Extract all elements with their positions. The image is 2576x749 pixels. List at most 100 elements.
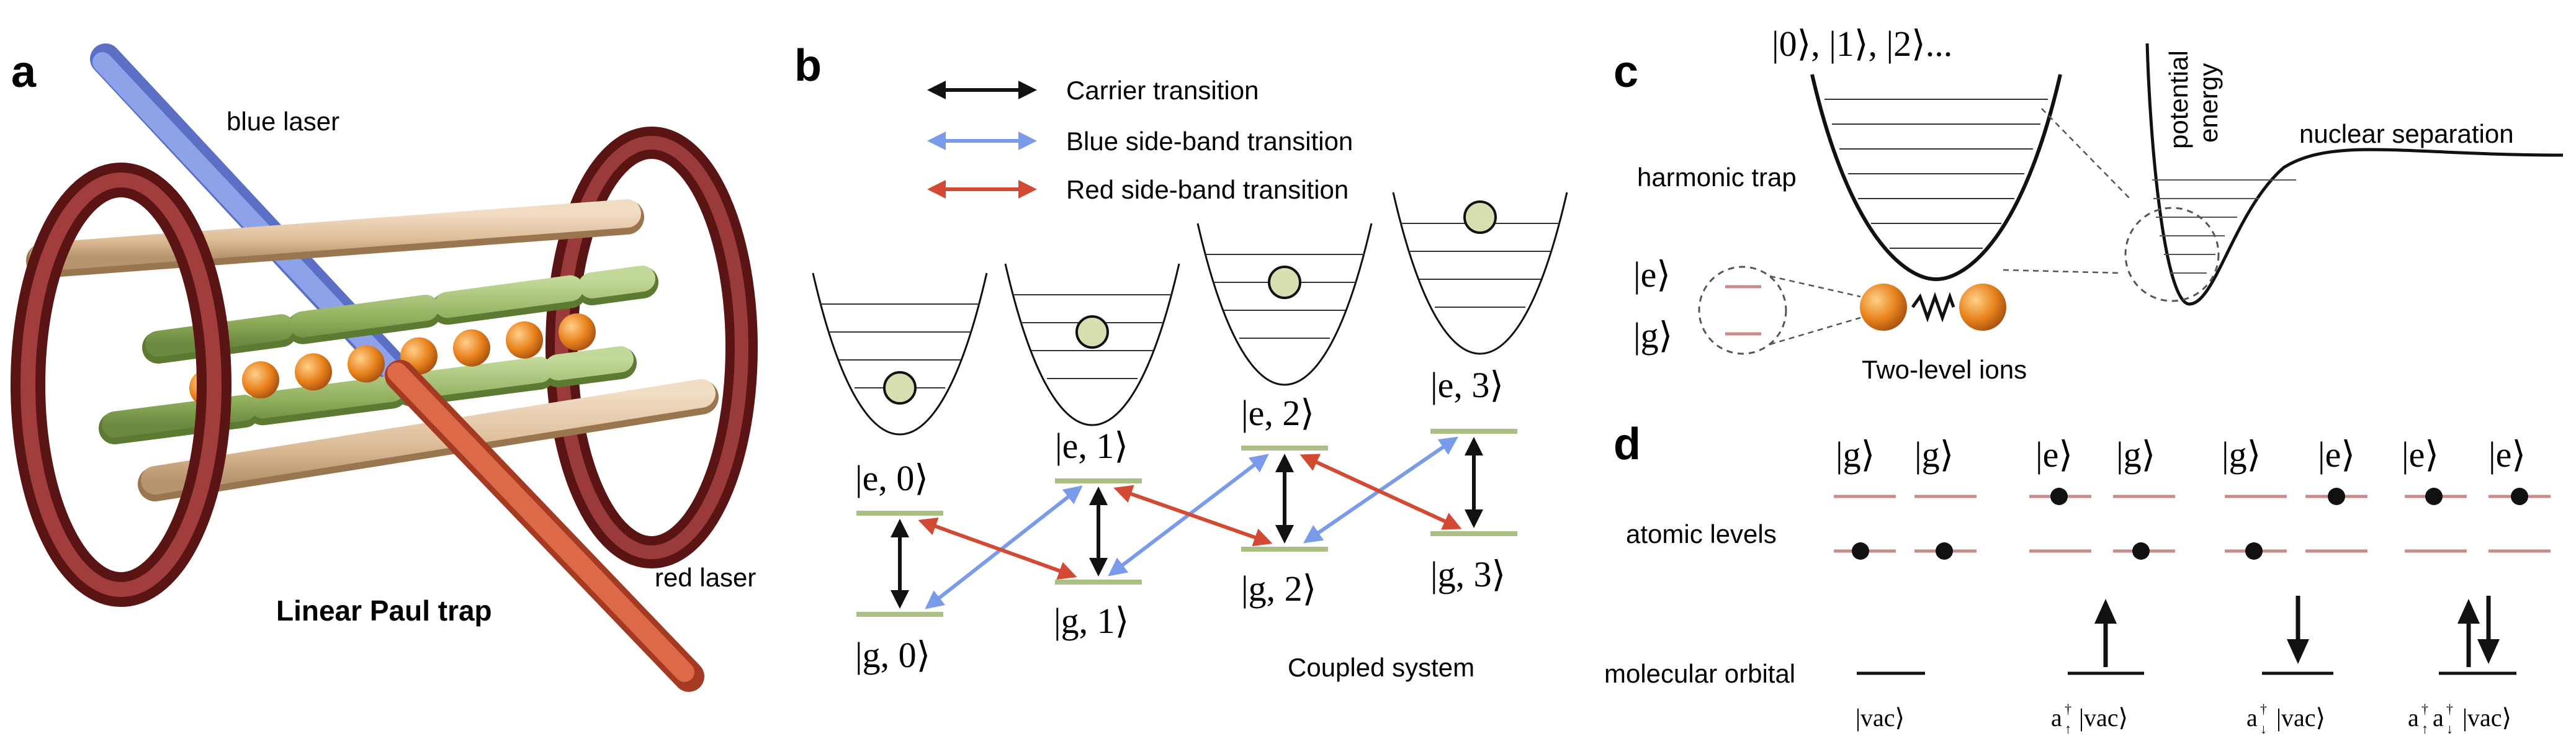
pair1-left-label: |g⟩ [1836,434,1875,475]
connector-top [2041,108,2130,199]
svg-text:|vac⟩: |vac⟩ [2079,704,2128,732]
electron [2245,542,2263,560]
svg-text:a: a [2433,704,2444,732]
two-level-ions-label: Two-level ions [1862,355,2027,384]
legend: Carrier transition Blue side-band transi… [927,76,1353,204]
harmonic-trap-label: harmonic trap [1637,163,1797,192]
e-level-label: |e⟩ [1633,254,1671,295]
harmonic-well-2 [1196,223,1373,386]
svg-text:a: a [2408,704,2419,732]
label-g1: |g, 1⟩ [1054,601,1129,641]
nuclear-separation-label: nuclear separation [2299,119,2514,148]
trapped-ion [559,313,596,351]
pair2-left-label: |e⟩ [2035,434,2073,475]
potential-label-2: energy [2194,63,2223,143]
svg-text:†: † [2421,701,2428,717]
red-e1-g2 [1113,485,1273,547]
spring-icon [1911,292,1955,323]
electron [2050,488,2068,505]
red-laser-label: red laser [655,563,756,592]
pair2-right-label: |g⟩ [2116,434,2155,475]
harmonic-well-3 [1392,192,1568,355]
pair4-right-label: |e⟩ [2488,434,2526,475]
electron [2132,542,2150,560]
pair3-left-label: |g⟩ [2222,434,2261,475]
levels-zoom [1698,266,1861,355]
panel-c: c |0⟩, |1⟩, |2⟩... harmonic trap Two-lev… [1613,24,2564,384]
tan-rod-bottom [138,379,719,501]
left-ring [11,163,231,607]
trapped-ion [453,329,490,367]
trap-title: Linear Paul trap [276,594,492,627]
label-e1: |e, 1⟩ [1055,426,1128,466]
harmonic-well-1 [1004,263,1180,426]
svg-text:|vac⟩: |vac⟩ [2276,704,2325,732]
op-label-2: a † ↑ |vac⟩ [2051,701,2128,737]
panel-a-letter: a [11,47,37,97]
g-level-label: |g⟩ [1633,315,1672,356]
spin-arrows [2094,596,2500,667]
svg-text:†: † [2446,701,2453,717]
ion-left [1860,284,1907,331]
legend-blue-label: Blue side-band transition [1066,127,1353,156]
op-label-3: a † ↓ |vac⟩ [2246,701,2325,737]
red-sideband-transitions [918,454,1462,580]
panel-b: b Carrier transition Blue side-band tran… [794,41,1568,682]
blue-g0-e1 [925,485,1083,609]
panel-b-letter: b [794,41,822,91]
blue-laser-label: blue laser [227,107,339,136]
ion-right [1959,284,2006,331]
molecular-orbital-label: molecular orbital [1604,659,1795,688]
green-rod-top [142,266,658,364]
connector-bottom [2003,269,2123,274]
svg-text:|vac⟩: |vac⟩ [2462,704,2511,732]
red-e0-g1 [918,517,1077,580]
svg-text:↑: ↑ [2421,721,2428,737]
svg-text:↑: ↑ [2065,721,2071,737]
legend-carrier-label: Carrier transition [1066,76,1259,105]
phonon-ball-2 [1268,266,1301,299]
svg-text:↓: ↓ [2446,721,2453,737]
pair1-right-label: |g⟩ [1914,434,1954,475]
blue-sideband-transitions [925,436,1458,609]
legend-red-label: Red side-band transition [1066,175,1349,204]
electron [1852,542,1869,560]
svg-text:↓: ↓ [2260,721,2267,737]
potential-zoom-circle [2124,207,2220,302]
harmonic-trap-well [1810,74,2062,282]
svg-text:a: a [2051,704,2062,732]
molecular-potential [2124,43,2564,306]
svg-text:a: a [2246,704,2258,732]
op-label-4: a † ↑ a † ↓ |vac⟩ [2408,701,2511,737]
atomic-levels-label: atomic levels [1626,519,1777,549]
atomic-electrons [1852,488,2528,560]
red-e2-g3 [1299,454,1462,530]
panel-d: d atomic levels molecular orbital |g⟩ |g… [1604,419,2551,737]
svg-text:†: † [2260,701,2267,717]
fock-states-label: |0⟩, |1⟩, |2⟩... [1772,24,1952,64]
electron [2328,488,2345,505]
panel-a: a [11,43,758,692]
pair3-right-label: |e⟩ [2318,434,2355,475]
trapped-ion [242,361,279,399]
harmonic-well-0 [812,272,988,436]
svg-text:†: † [2065,701,2071,717]
phonon-ball-3 [1463,200,1497,234]
phonon-ball-1 [1075,315,1109,349]
panel-c-letter: c [1613,47,1638,97]
panel-d-letter: d [1613,419,1641,469]
potential-label-1: potential [2164,50,2193,149]
trapped-ion [295,353,332,391]
trapped-ion [506,321,543,359]
electron [2425,488,2443,505]
electron [2511,488,2528,505]
label-g3: |g, 3⟩ [1430,554,1506,594]
coupled-system-label: Coupled system [1288,653,1474,682]
right-ring [545,127,758,568]
label-g0: |g, 0⟩ [855,635,930,675]
red-laser-beam [385,360,704,692]
label-e2: |e, 2⟩ [1241,393,1314,433]
trapped-ion [348,345,385,383]
label-g2: |g, 2⟩ [1241,568,1316,609]
